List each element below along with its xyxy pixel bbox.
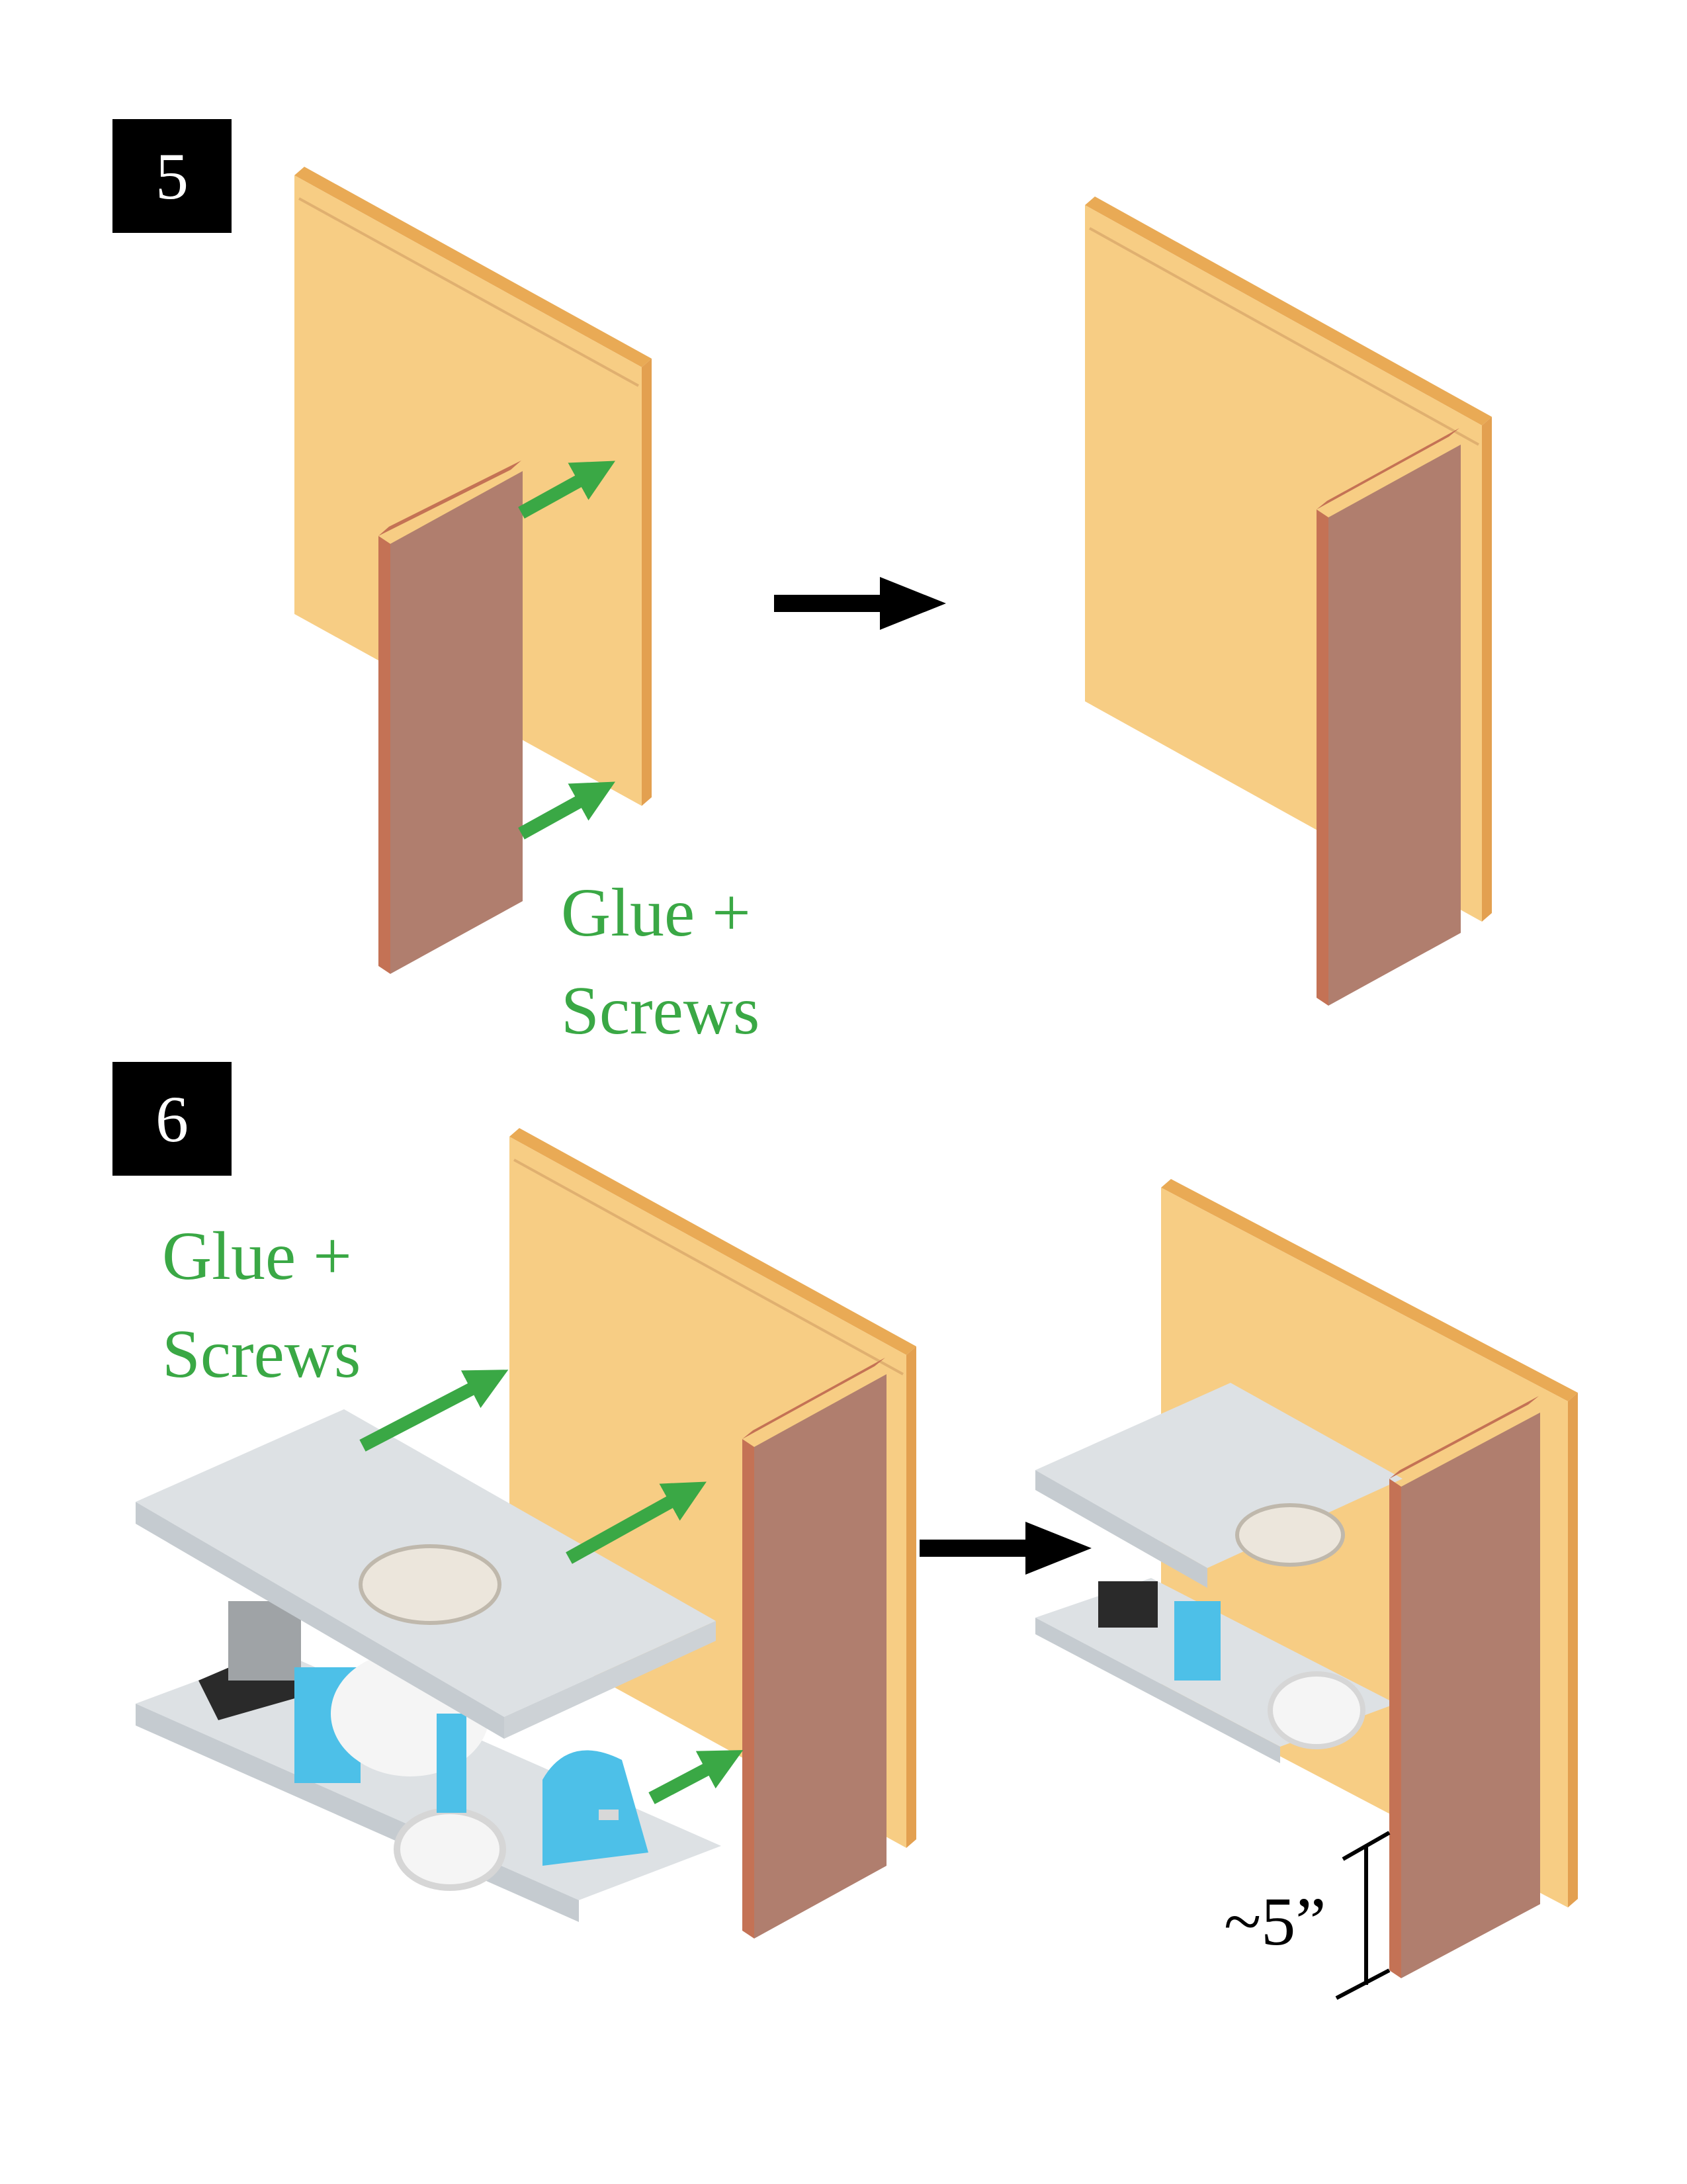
step-5-badge: 5 [112,119,232,233]
note-line-1: Glue + [162,1218,352,1294]
top-plate-hole [359,1544,501,1625]
green-arrow-icon [518,781,616,840]
step5-side-panel [378,460,523,974]
height-dimension-label: ~5” [1224,1884,1326,1960]
green-arrow-icon [359,1370,509,1452]
green-arrow-icon [566,1481,707,1564]
note-line-1: Glue + [561,875,751,951]
motor-body [228,1601,301,1681]
step6-glue-arrows [359,1370,744,1804]
step6-result-arrow [920,1522,1092,1575]
right-bearing-block [542,1750,648,1866]
step6-glue-screws-note: Glue + Screws [162,1207,361,1403]
green-arrow-icon [518,460,616,519]
step-6-number: 6 [155,1082,189,1156]
step-5-number: 5 [155,139,189,213]
height-dimension-marker [1335,1831,1391,2000]
step5-glue-screws-note: Glue + Screws [561,864,759,1060]
step6-side-panel [742,1358,887,1939]
step-6-badge: 6 [112,1062,232,1176]
pipe-collar [437,1714,466,1813]
step5-assembled [1085,197,1492,1006]
step5-result-arrow [774,577,946,630]
note-line-2: Screws [561,973,760,1049]
mounted-top-plate [1035,1383,1403,1568]
shaft-end [599,1810,619,1820]
step6-assembled [1035,1179,1578,1978]
step6-top-plate [136,1409,716,1739]
step5-glue-arrows [518,460,616,840]
pipe-elbow-opening [394,1808,506,1891]
note-line-2: Screws [162,1316,361,1392]
green-arrow-icon [648,1750,744,1804]
